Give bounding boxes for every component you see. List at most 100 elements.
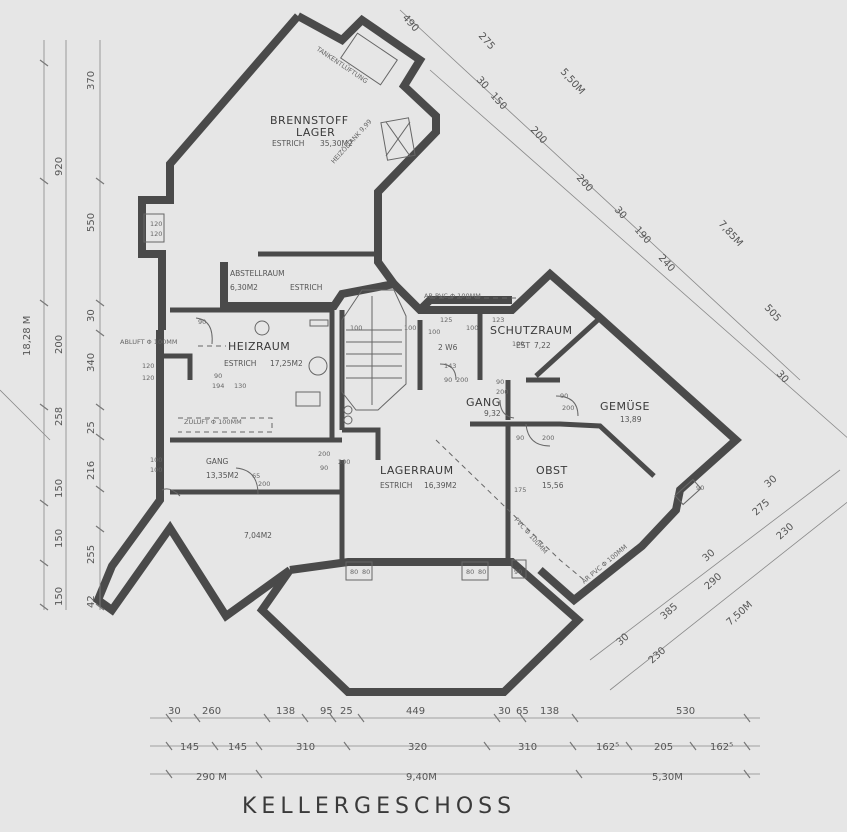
svg-text:42: 42 — [86, 595, 97, 608]
svg-text:18,28 M: 18,28 M — [22, 316, 33, 356]
svg-text:100: 100 — [404, 324, 416, 332]
oil-tank — [340, 32, 416, 161]
svg-text:ESTRICH: ESTRICH — [272, 139, 304, 148]
svg-text:260: 260 — [202, 706, 221, 717]
svg-text:ESTRICH: ESTRICH — [290, 283, 322, 292]
svg-text:920: 920 — [54, 157, 65, 176]
boiler-equipment — [254, 319, 353, 425]
svg-text:100: 100 — [428, 328, 440, 336]
svg-text:90: 90 — [696, 484, 704, 492]
svg-text:9,32: 9,32 — [484, 409, 501, 418]
svg-text:130: 130 — [234, 382, 246, 390]
svg-text:200: 200 — [338, 458, 350, 466]
svg-text:200: 200 — [456, 376, 468, 384]
svg-text:150: 150 — [54, 529, 65, 548]
svg-text:HEIZRAUM: HEIZRAUM — [228, 340, 290, 353]
svg-text:80: 80 — [478, 568, 486, 576]
svg-text:13,89: 13,89 — [620, 415, 642, 424]
svg-text:90: 90 — [444, 376, 452, 384]
svg-text:90: 90 — [214, 372, 222, 380]
svg-text:90: 90 — [496, 378, 504, 386]
svg-text:90: 90 — [320, 464, 328, 472]
svg-text:6,30M2: 6,30M2 — [230, 283, 258, 292]
svg-text:9,40M: 9,40M — [406, 772, 437, 783]
interior-walls — [162, 251, 656, 560]
svg-text:290 M: 290 M — [196, 772, 227, 783]
windows — [143, 213, 702, 581]
svg-text:120: 120 — [150, 220, 162, 228]
dims-left: 370 920 550 18,28 M 30 200 340 258 25 21… — [22, 71, 97, 608]
svg-text:320: 320 — [408, 742, 427, 753]
svg-text:200: 200 — [496, 388, 508, 396]
svg-text:AR PVC Φ 100MM: AR PVC Φ 100MM — [424, 292, 481, 300]
svg-text:310: 310 — [518, 742, 537, 753]
dims-bottom: 30 260 138 95 25 449 30 65 138 530 145 1… — [168, 706, 733, 783]
svg-text:200: 200 — [258, 480, 270, 488]
svg-text:GEMÜSE: GEMÜSE — [600, 400, 650, 413]
svg-text:162⁵: 162⁵ — [710, 742, 733, 753]
svg-text:310: 310 — [296, 742, 315, 753]
svg-text:65: 65 — [516, 706, 529, 717]
svg-text:200: 200 — [54, 335, 65, 354]
svg-text:120: 120 — [142, 374, 154, 382]
svg-text:GANG: GANG — [466, 396, 501, 409]
svg-text:95: 95 — [320, 706, 333, 717]
svg-text:100: 100 — [150, 466, 162, 474]
room-labels: BRENNSTOFF LAGER ESTRICH 35,30M2 ABSTELL… — [206, 114, 650, 540]
svg-text:123: 123 — [492, 316, 504, 324]
svg-text:EST: EST — [516, 341, 530, 350]
svg-text:7,04M2: 7,04M2 — [244, 531, 272, 540]
svg-text:90: 90 — [516, 434, 524, 442]
svg-text:205: 205 — [654, 742, 673, 753]
svg-text:138: 138 — [276, 706, 295, 717]
svg-text:100: 100 — [350, 324, 362, 332]
svg-text:550: 550 — [86, 213, 97, 232]
svg-text:125: 125 — [440, 316, 452, 324]
svg-text:SCHUTZRAUM: SCHUTZRAUM — [490, 324, 573, 337]
svg-text:35,30M2: 35,30M2 — [320, 139, 353, 148]
svg-text:255: 255 — [86, 545, 97, 564]
door-swings — [161, 317, 579, 497]
svg-text:7,22: 7,22 — [534, 341, 551, 350]
svg-text:15,56: 15,56 — [542, 481, 564, 490]
svg-text:200: 200 — [562, 404, 574, 412]
svg-text:ABLUFT Φ 100MM: ABLUFT Φ 100MM — [120, 338, 177, 346]
dimension-ticks — [39, 59, 751, 779]
dimension-lines — [0, 9, 847, 775]
svg-text:30: 30 — [86, 309, 97, 322]
svg-text:258: 258 — [54, 407, 65, 426]
svg-text:145: 145 — [228, 742, 247, 753]
svg-text:120: 120 — [142, 362, 154, 370]
svg-text:17,25M2: 17,25M2 — [270, 359, 303, 368]
svg-text:5,30M: 5,30M — [652, 772, 683, 783]
svg-text:ZULUFT Φ 100MM: ZULUFT Φ 100MM — [184, 418, 242, 426]
svg-text:BRENNSTOFF: BRENNSTOFF — [270, 114, 349, 127]
svg-text:530: 530 — [676, 706, 695, 717]
svg-text:ESTRICH: ESTRICH — [380, 481, 412, 490]
svg-text:194: 194 — [212, 382, 224, 390]
svg-text:80: 80 — [362, 568, 370, 576]
svg-text:120: 120 — [150, 230, 162, 238]
svg-text:GANG: GANG — [206, 457, 229, 466]
svg-text:449: 449 — [406, 706, 425, 717]
svg-text:143: 143 — [444, 362, 456, 370]
svg-text:LAGER: LAGER — [296, 126, 335, 139]
svg-text:25: 25 — [86, 421, 97, 434]
plan-title: KELLERGESCHOSS — [242, 794, 517, 819]
staircase — [341, 289, 407, 411]
svg-text:30: 30 — [498, 706, 511, 717]
svg-text:145: 145 — [180, 742, 199, 753]
svg-text:200: 200 — [542, 434, 554, 442]
svg-text:OBST: OBST — [536, 464, 568, 477]
svg-text:65: 65 — [252, 472, 260, 480]
svg-text:100: 100 — [466, 324, 478, 332]
svg-text:80: 80 — [350, 568, 358, 576]
svg-text:16,39M2: 16,39M2 — [424, 481, 457, 490]
svg-text:LAGERRAUM: LAGERRAUM — [380, 464, 454, 477]
svg-text:ABSTELLRAUM: ABSTELLRAUM — [230, 269, 285, 278]
svg-text:150: 150 — [54, 587, 65, 606]
svg-text:162⁵: 162⁵ — [596, 742, 619, 753]
svg-text:175: 175 — [514, 486, 526, 494]
svg-text:90: 90 — [560, 392, 568, 400]
